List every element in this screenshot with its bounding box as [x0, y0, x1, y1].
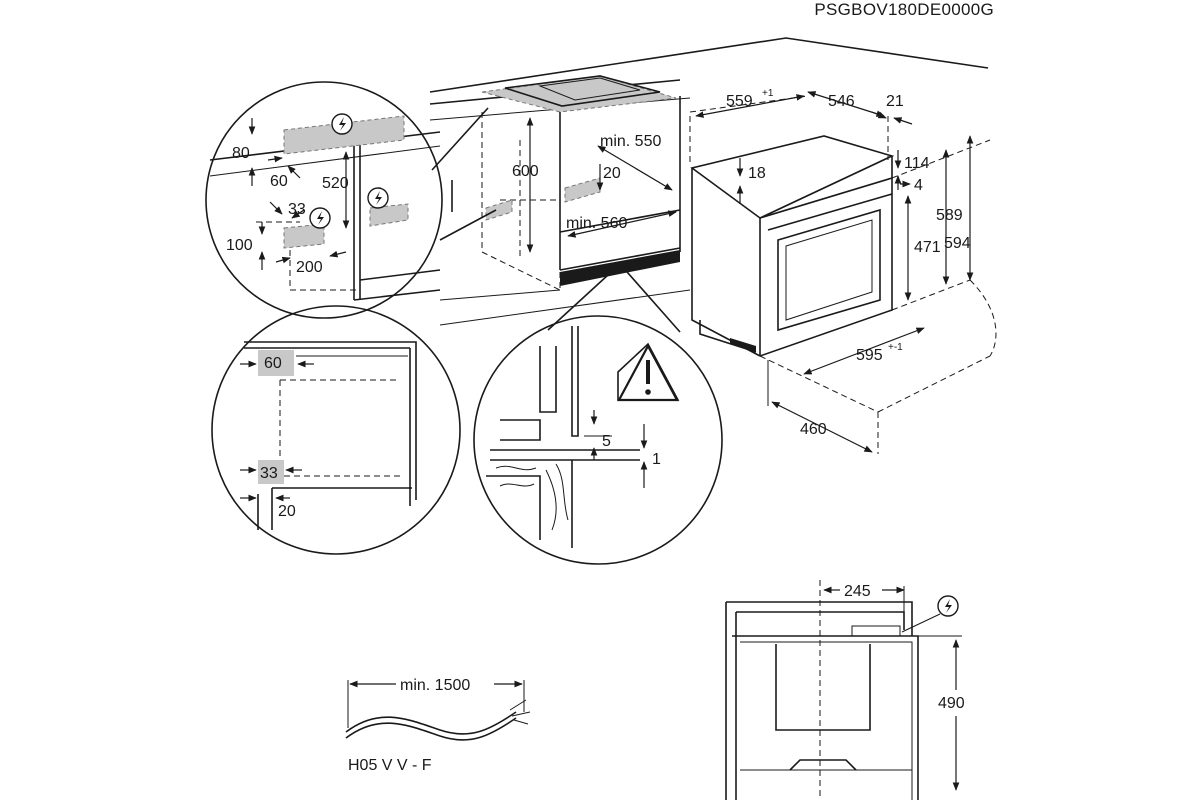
oven-3d-drawing — [689, 95, 997, 454]
dim-min1500-label: min. 1500 — [400, 677, 470, 694]
dim-594-label: 594 — [944, 235, 971, 252]
dim-200-label: 200 — [296, 259, 323, 276]
oven-dimension-589: 589 — [936, 149, 963, 285]
dim-559-label: 559 — [726, 93, 753, 110]
oven-dimension-4: 4 — [900, 177, 923, 194]
dim-21-label: 21 — [886, 93, 904, 110]
cable-type-label: H05 V V - F — [348, 757, 432, 774]
dim-490-label: 490 — [938, 695, 965, 712]
dim-114-label: 114 — [904, 155, 930, 172]
power-cable-drawing: min. 1500 H05 V V - F — [345, 677, 531, 774]
countertop-cabinet-drawing — [429, 37, 989, 326]
dim-1-label: 1 — [652, 451, 661, 468]
dim-595-tol: +-1 — [888, 342, 903, 353]
oven-dimension-595: 595 +-1 — [803, 327, 925, 375]
dim-min550-label: min. 550 — [600, 133, 661, 150]
dim-min560-label: min. 560 — [566, 215, 627, 232]
dim-33-top-label: 33 — [288, 201, 306, 218]
cabinet-dimension-20: 20 — [596, 164, 621, 191]
oven-dimension-594: 594 — [944, 135, 974, 281]
cabinet-dimension-600: 600 — [512, 117, 539, 253]
cabinet-dimension-min560: min. 560 — [566, 210, 677, 238]
dim-520-label: 520 — [322, 175, 349, 192]
cabinet-dimension-min550: min. 550 — [597, 133, 673, 191]
electric-hazard-icon — [367, 187, 389, 209]
dim-595-label: 595 — [856, 347, 883, 364]
dim-589-label: 589 — [936, 207, 963, 224]
dim-546-label: 546 — [828, 93, 855, 110]
dim-245-label: 245 — [844, 583, 871, 600]
detail-circle-profile: 5 1 — [473, 263, 723, 565]
dim-80-label: 80 — [232, 145, 250, 162]
oven-dimension-114: 114 — [894, 150, 930, 190]
oven-dimension-471: 471 — [904, 195, 941, 301]
oven-rear-view: 245 490 — [725, 580, 965, 800]
dim-33-side-label: 33 — [260, 465, 278, 482]
dim-20-cab-label: 20 — [603, 165, 621, 182]
electric-hazard-icon — [309, 207, 331, 229]
dim-559-tol: +1 — [762, 88, 774, 99]
electric-hazard-icon — [937, 595, 959, 617]
dim-471-label: 471 — [914, 239, 941, 256]
oven-dimension-546: 546 — [807, 91, 885, 117]
detail-circle-electrical-zones: 80 60 520 33 100 200 — [205, 81, 497, 319]
dim-20-side-label: 20 — [278, 503, 296, 520]
dim-460-label: 460 — [800, 421, 827, 438]
oven-dimension-18: 18 — [736, 158, 766, 204]
dim-4-label: 4 — [914, 177, 923, 194]
document-code: PSGBOV180DE0000G — [814, 0, 994, 19]
detail-circle-side-clearance: 60 33 20 — [211, 305, 461, 555]
dim-600-label: 600 — [512, 163, 539, 180]
dim-100-label: 100 — [226, 237, 253, 254]
oven-dimension-559: 559 +1 — [695, 88, 805, 118]
warning-triangle-icon — [617, 343, 679, 402]
oven-dimension-21: 21 — [871, 93, 913, 125]
electric-hazard-icon — [331, 113, 353, 135]
oven-dimension-460: 460 — [767, 360, 873, 453]
dim-60-side-label: 60 — [264, 355, 282, 372]
dim-60-top-label: 60 — [270, 173, 288, 190]
dim-5-label: 5 — [602, 433, 611, 450]
dim-18-label: 18 — [748, 165, 766, 182]
